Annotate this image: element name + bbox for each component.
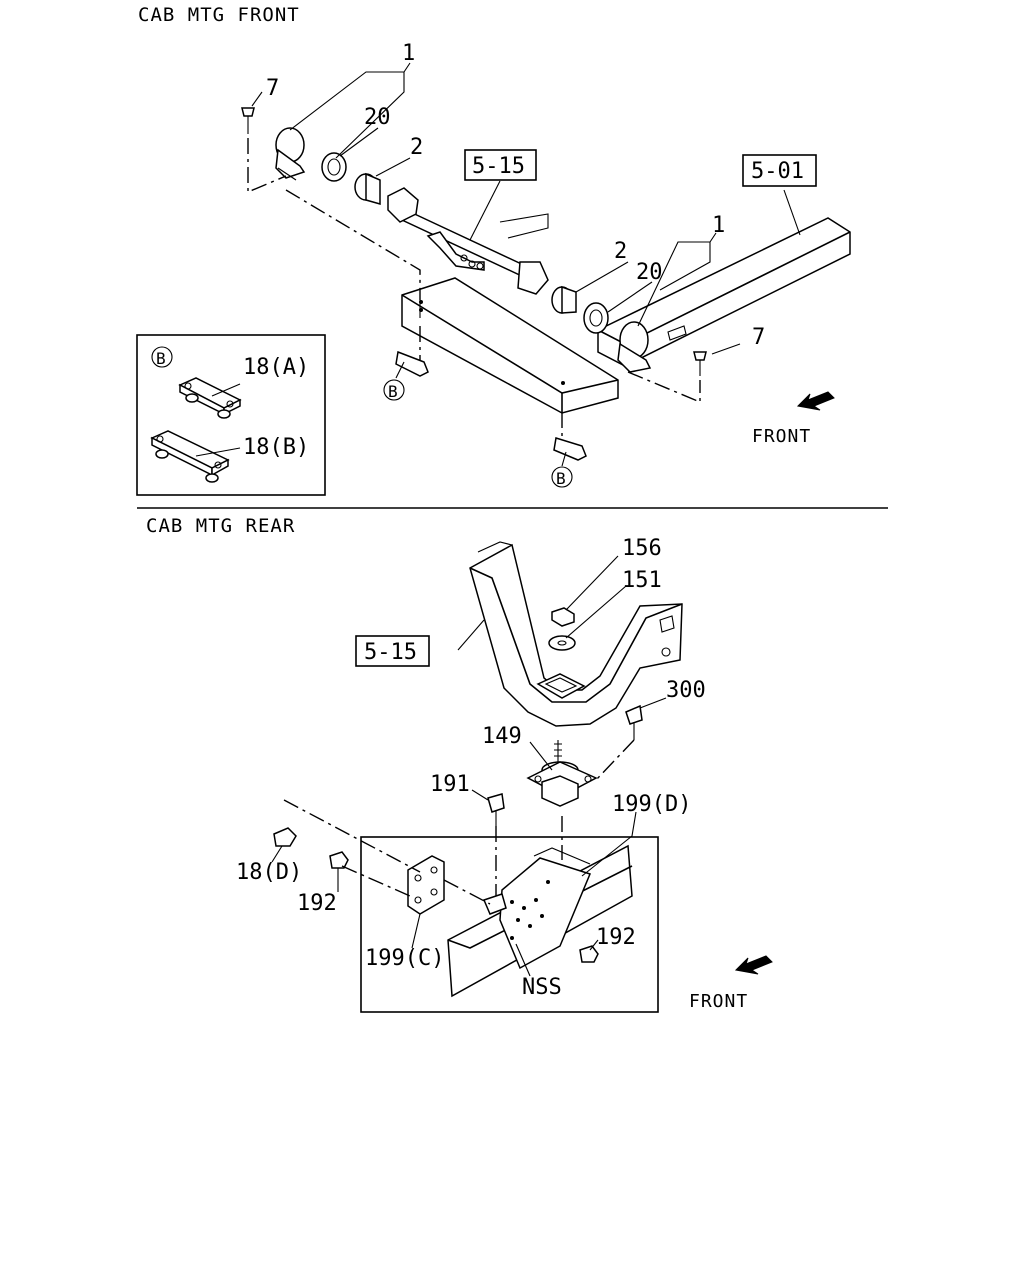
front-section-title: CAB MTG FRONT: [138, 4, 300, 26]
front-label-top: FRONT: [752, 426, 811, 447]
callout-7-left: 7: [266, 76, 279, 101]
bracket-18b: [150, 430, 241, 483]
washer-151: [548, 635, 576, 651]
ref-box-5-01: [742, 154, 817, 187]
mount-149: [526, 740, 598, 807]
front-direction-arrow-rear-icon: [734, 955, 773, 975]
marker-b-left: B: [383, 379, 405, 401]
inset-b: B 18(A) 18(B): [136, 334, 326, 496]
ref-5-01: 5-01: [751, 159, 804, 184]
svg-text:B: B: [556, 469, 566, 488]
ref-box-5-15-front: [464, 149, 537, 181]
bracket-199c: [407, 855, 445, 915]
svg-text:B: B: [388, 382, 398, 401]
front-label-bottom: FRONT: [689, 991, 748, 1012]
callout-192-left: 192: [297, 891, 337, 916]
front-left-clamp: [241, 107, 381, 205]
front-section: CAB MTG FRONT: [136, 4, 851, 496]
rear-section-title: CAB MTG REAR: [146, 515, 295, 537]
marker-b-bottom: B: [551, 466, 573, 488]
callout-199d: 199(D): [612, 792, 691, 817]
callout-192-right: 192: [596, 925, 636, 950]
bolt-191: [487, 793, 505, 826]
callout-1-right: 1: [712, 213, 725, 238]
ref-5-15-front: 5-15: [472, 154, 525, 179]
label-18b: 18(B): [243, 435, 309, 460]
nut-192-left: [329, 851, 349, 869]
callout-151: 151: [622, 568, 662, 593]
callout-2-top: 2: [410, 135, 423, 160]
ref-box-5-15-rear: [355, 635, 430, 667]
front-crossmember: [401, 277, 619, 414]
ref-5-15-rear: 5-15: [364, 640, 417, 665]
nut-192-right: [579, 945, 599, 963]
bolt-300: [625, 704, 643, 740]
nut-156: [551, 607, 575, 627]
front-leader-lines: [251, 62, 801, 467]
label-nss: NSS: [522, 975, 562, 1000]
callout-156: 156: [622, 536, 662, 561]
bracket-18a: [178, 377, 242, 419]
rear-assembly-lines: [283, 739, 635, 905]
callout-300: 300: [666, 678, 706, 703]
rear-cab-member: [469, 541, 683, 727]
chassis-rail-and-bracket: [447, 844, 633, 998]
front-assembly-lines: [247, 138, 701, 440]
callout-1-top: 1: [402, 41, 415, 66]
inset-marker: B: [156, 349, 166, 368]
callout-191: 191: [430, 772, 470, 797]
nut-18d: [273, 827, 297, 847]
front-clip-left: [395, 350, 429, 377]
front-right-clamp: [551, 285, 707, 376]
front-torsion-shaft: [387, 187, 549, 295]
front-clip-bottom: [553, 437, 587, 461]
callout-20-right: 20: [636, 260, 663, 285]
rear-leader-lines: [271, 555, 667, 977]
front-direction-arrow-icon: [796, 391, 835, 411]
rear-detail-frame: [360, 836, 659, 1013]
label-18a: 18(A): [243, 355, 309, 380]
callout-199c: 199(C): [365, 946, 444, 971]
callout-7-right: 7: [752, 325, 765, 350]
callout-149: 149: [482, 724, 522, 749]
callout-20-top: 20: [364, 105, 391, 130]
rear-section: CAB MTG REAR: [146, 515, 773, 1013]
callout-18d: 18(D): [236, 860, 302, 885]
callout-2-right: 2: [614, 239, 627, 264]
